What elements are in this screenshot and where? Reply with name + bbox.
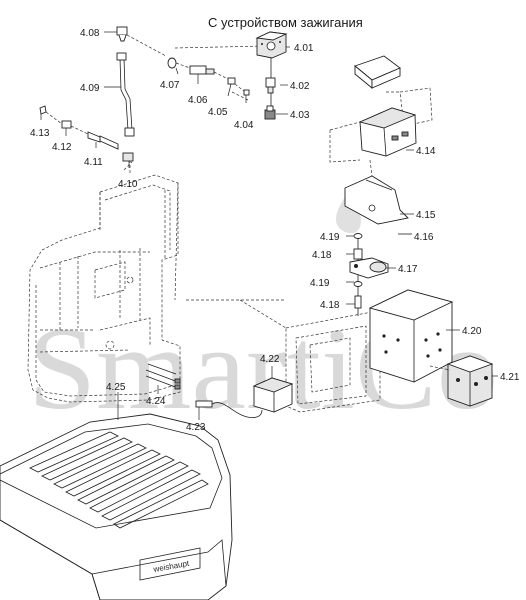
part-4-12 [61,120,72,129]
part-4-13 [39,105,47,115]
part-4-05 [227,77,236,85]
label-4-10: 4.10 [118,179,138,190]
part-4-23-cable [195,400,263,418]
part-4-14 [358,107,417,157]
part-4-02 [265,77,276,94]
part-4-17-solenoid [349,257,389,279]
label-4-16: 4.16 [414,232,434,243]
label-4-01: 4.01 [294,43,314,54]
part-4-22-transformer [252,377,294,413]
part-4-18-bottom [354,295,362,316]
label-4-05: 4.05 [208,107,228,118]
label-4-06: 4.06 [188,95,208,106]
label-4-18-bottom: 4.18 [320,300,340,311]
label-4-04: 4.04 [234,120,254,131]
label-4-25: 4.25 [106,382,126,393]
part-4-09 [116,52,127,61]
label-4-07: 4.07 [160,80,180,91]
label-4-23: 4.23 [186,422,206,433]
label-4-24: 4.24 [146,396,166,407]
part-4-11 [87,131,119,150]
part-4-15-base-plate [344,175,409,225]
label-4-08: 4.08 [80,28,100,39]
label-4-19-bottom: 4.19 [310,278,330,289]
label-4-12: 4.12 [52,142,72,153]
label-4-15: 4.15 [416,210,436,221]
part-4-19-bottom [353,281,363,287]
label-4-09: 4.09 [80,83,100,94]
part-4-24-electrodes [145,363,181,390]
label-4-17: 4.17 [398,264,418,275]
part-4-01-ignition-unit [255,31,288,59]
label-4-21: 4.21 [500,372,520,383]
part-4-10-nut [122,152,134,162]
housing-grille [29,431,209,529]
label-4-22: 4.22 [260,354,280,365]
label-4-03: 4.03 [290,110,310,121]
label-4-14: 4.14 [416,146,436,157]
label-4-11: 4.11 [84,157,103,168]
part-4-06 [189,65,215,75]
part-4-03 [264,105,276,120]
part-4-19-top [353,233,363,239]
part-4-18-top [353,248,363,260]
label-4-19-top: 4.19 [320,232,340,243]
part-4-20-control-box [368,289,454,383]
label-4-02: 4.02 [290,81,310,92]
part-4-25-housing-cover: weishaupt [0,413,233,600]
part-4-08 [116,26,128,36]
part-4-10 [124,127,135,137]
label-4-20: 4.20 [462,326,482,337]
part-labels: 4.08 4.01 4.02 4.03 4.04 4.05 4.06 4.07 … [30,28,520,433]
leader-lines [40,31,498,420]
part-4-04 [243,89,250,96]
part-4-14-cover-plate [354,55,401,89]
part-4-21-relay [446,355,494,407]
burner-housing-frame [27,174,181,403]
diagram-title: С устройством зажигания [208,15,363,30]
label-4-18-top: 4.18 [312,250,332,261]
part-4-07 [167,57,177,69]
label-4-13: 4.13 [30,128,50,139]
ignition-cable-assembly [116,26,167,175]
